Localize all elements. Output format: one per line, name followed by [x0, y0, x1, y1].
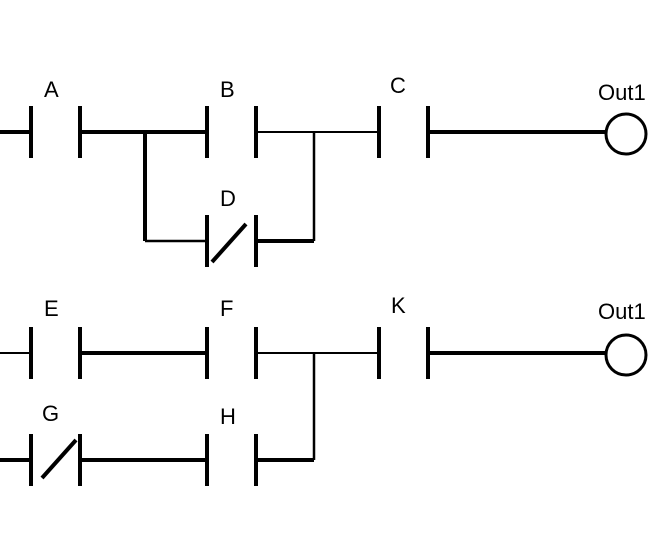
- contact-b: [205, 106, 258, 158]
- label-c: C: [390, 73, 406, 98]
- label-out1-bottom: Out1: [598, 299, 646, 324]
- labels: A B C D Out1 E F K Out1 G H: [42, 73, 646, 429]
- label-d: D: [220, 186, 236, 211]
- rung-2: [0, 327, 648, 486]
- label-k: K: [391, 293, 406, 318]
- coil-out1-bottom: [604, 333, 648, 377]
- label-out1-top: Out1: [598, 80, 646, 105]
- contact-d-diagonal: [210, 222, 248, 264]
- contact-e: [0, 327, 82, 379]
- label-g: G: [42, 401, 59, 426]
- label-a: A: [44, 77, 59, 102]
- contact-c: [377, 106, 430, 158]
- label-b: B: [220, 77, 235, 102]
- contact-f: [205, 327, 258, 379]
- contact-d: [205, 215, 258, 267]
- contact-a: [0, 106, 82, 158]
- label-h: H: [220, 404, 236, 429]
- label-f: F: [220, 296, 233, 321]
- contact-g: [0, 434, 82, 486]
- label-e: E: [44, 296, 59, 321]
- contact-g-diagonal: [40, 438, 78, 480]
- coil-out1-top: [604, 112, 648, 156]
- contact-k: [377, 327, 430, 379]
- contact-h: [205, 434, 258, 486]
- rung-1: [0, 106, 648, 267]
